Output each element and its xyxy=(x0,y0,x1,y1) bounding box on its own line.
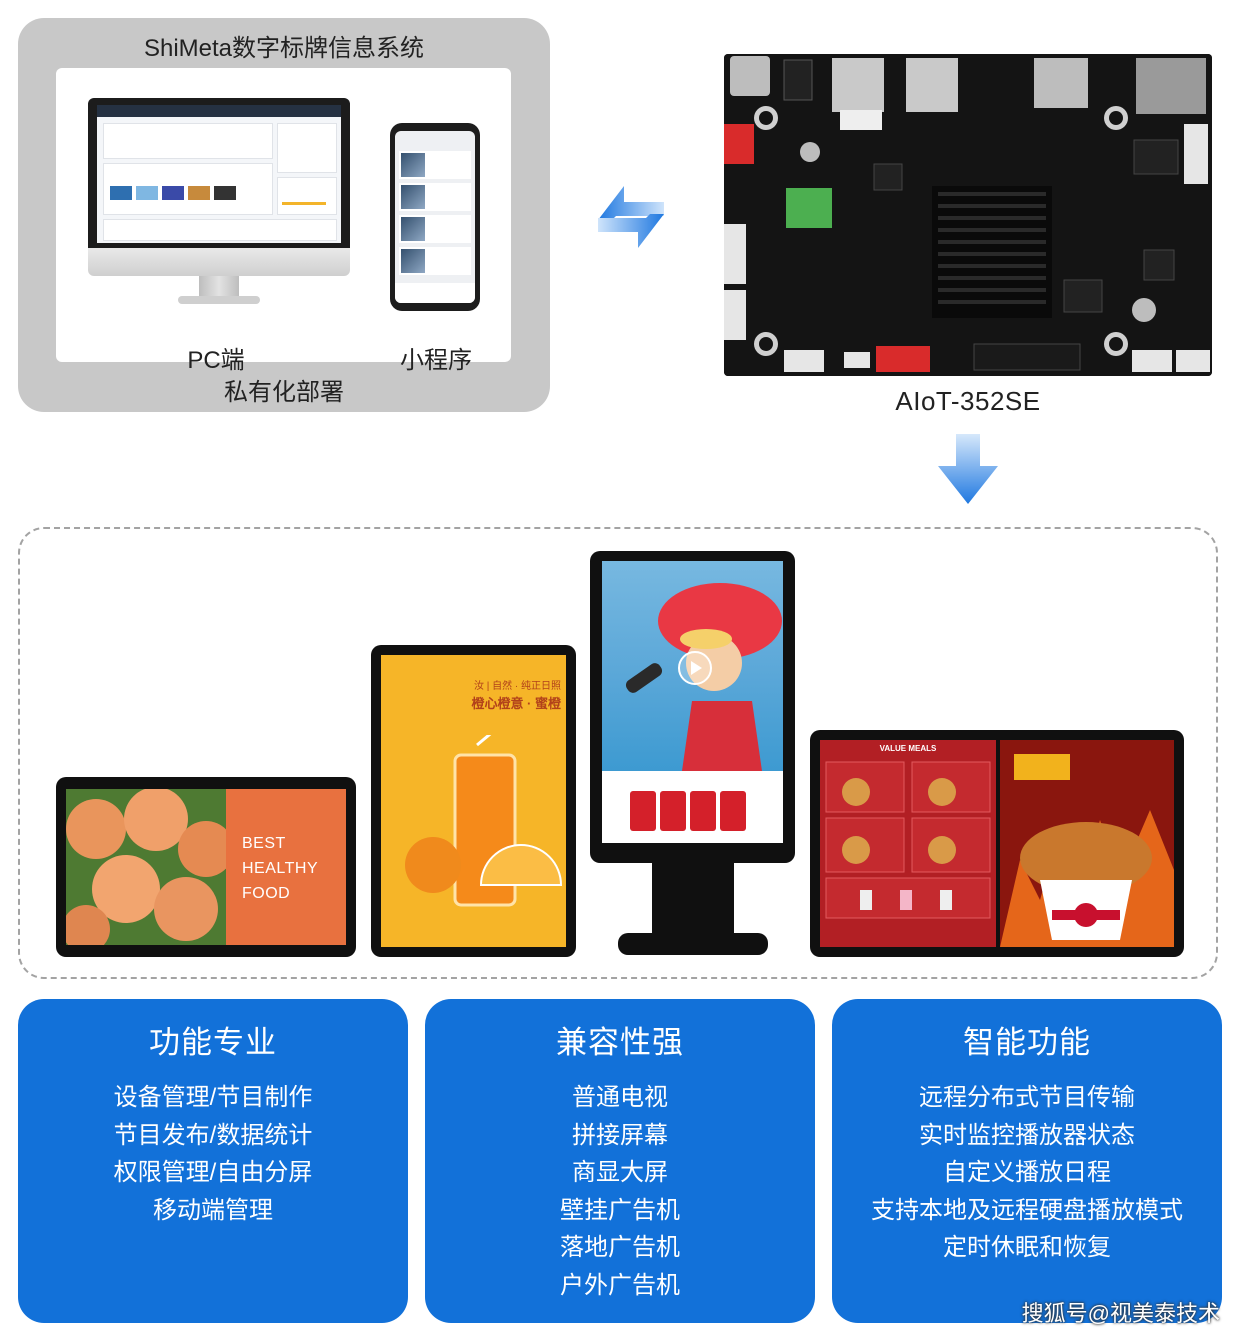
dashboard-screenshot xyxy=(97,105,341,243)
food-text-line: FOOD xyxy=(242,885,291,902)
card-item: 远程分布式节目传输 xyxy=(919,1084,1135,1111)
card-item: 节目发布/数据统计 xyxy=(113,1121,313,1149)
dashboard-chart-card xyxy=(277,177,337,215)
card-item: 普通电视 xyxy=(572,1084,668,1111)
card-title: 功能专业 xyxy=(149,1025,277,1060)
orange-caption-1: 汝 | 自然 · 纯正日照 xyxy=(473,681,561,692)
monitor-foot xyxy=(178,296,260,304)
coke-cans-image xyxy=(630,787,750,833)
feature-card-compatibility: 兼容性强 普通电视 拼接屏幕 商显大屏 壁挂广告机 落地广告机 户外广告机 xyxy=(425,999,815,1323)
card-item: 定时休眠和恢复 xyxy=(943,1234,1111,1262)
woman-drinking-image xyxy=(602,561,783,771)
card-item: 自定义播放日程 xyxy=(943,1159,1111,1187)
landscape-screen: BEST HEALTHY FOOD xyxy=(56,777,356,957)
play-icon[interactable] xyxy=(678,651,712,685)
food-text-panel: BEST HEALTHY FOOD xyxy=(226,789,346,945)
card-item: 实时监控播放器状态 xyxy=(919,1121,1135,1149)
miniprogram-label: 小程序 xyxy=(400,347,472,374)
board-label: AIoT-352SE xyxy=(895,386,1041,416)
phone-list-item xyxy=(399,247,471,275)
card-item: 商显大屏 xyxy=(572,1159,668,1187)
monitor-neck xyxy=(199,276,239,298)
display-devices-area xyxy=(18,527,1218,979)
orange-juice-image: 汝 | 自然 · 纯正日照 橙心橙意 · 蜜橙 xyxy=(381,655,566,947)
monitor-bezel xyxy=(88,98,350,248)
card-title: 智能功能 xyxy=(963,1025,1091,1060)
pc-monitor xyxy=(88,98,350,306)
exchange-arrows-icon xyxy=(598,186,664,248)
menu-header: VALUE MEALS xyxy=(879,744,937,753)
dashboard-media-card xyxy=(103,163,273,215)
phone-list-item xyxy=(399,151,471,179)
card-item: 壁挂广告机 xyxy=(560,1196,680,1224)
system-devices-area: PC端 小程序 xyxy=(56,68,511,374)
deploy-label: 私有化部署 xyxy=(224,379,344,406)
food-text-line: HEALTHY xyxy=(242,860,319,877)
watermark: 搜狐号@视美泰技术 xyxy=(1021,1301,1220,1326)
kiosk-stand xyxy=(652,863,734,933)
kiosk-screen xyxy=(590,551,795,955)
feature-card-professional: 功能专业 设备管理/节目制作 节目发布/数据统计 权限管理/自由分屏 移动端管理 xyxy=(18,999,408,1323)
system-title: ShiMeta数字标牌信息系统 xyxy=(143,35,425,62)
pc-label: PC端 xyxy=(187,347,245,374)
card-title: 兼容性强 xyxy=(556,1025,684,1060)
card-item: 设备管理/节目制作 xyxy=(113,1084,313,1111)
mobile-phone xyxy=(390,123,480,311)
phone-tabbar xyxy=(395,283,475,303)
menu-board-screen: VALUE MEALS xyxy=(810,730,1184,957)
food-text-line: BEST xyxy=(242,835,286,852)
dashboard-stats-card xyxy=(103,123,273,159)
system-panel: ShiMeta数字标牌信息系统 xyxy=(18,18,550,412)
value-meals-menu: VALUE MEALS xyxy=(820,740,996,947)
monitor-chin xyxy=(88,248,350,276)
card-item: 户外广告机 xyxy=(560,1271,680,1299)
kiosk-base xyxy=(618,933,768,955)
kiosk-display xyxy=(602,561,783,843)
miniprogram-screenshot xyxy=(395,131,475,303)
peach-image: BEST HEALTHY FOOD xyxy=(66,789,346,945)
card-item: 拼接屏幕 xyxy=(572,1121,668,1149)
feature-card-smart: 智能功能 远程分布式节目传输 实时监控播放器状态 自定义播放日程 支持本地及远程… xyxy=(832,999,1222,1323)
phone-list-item xyxy=(399,215,471,243)
card-item: 移动端管理 xyxy=(153,1196,273,1224)
card-item: 支持本地及远程硬盘播放模式 xyxy=(871,1196,1183,1224)
fried-chicken-ad xyxy=(1000,740,1174,947)
orange-caption-2: 橙心橙意 · 蜜橙 xyxy=(471,696,561,711)
card-item: 落地广告机 xyxy=(560,1234,680,1262)
phone-list-item xyxy=(399,183,471,211)
dashboard-side-card xyxy=(277,123,337,173)
card-item: 权限管理/自由分屏 xyxy=(113,1159,313,1187)
down-arrow-icon xyxy=(938,434,998,504)
dashboard-footer-card xyxy=(103,219,337,241)
aiot-board-image xyxy=(724,54,1212,376)
dashboard-topbar xyxy=(97,105,341,117)
portrait-screen: 汝 | 自然 · 纯正日照 橙心橙意 · 蜜橙 xyxy=(371,645,576,957)
